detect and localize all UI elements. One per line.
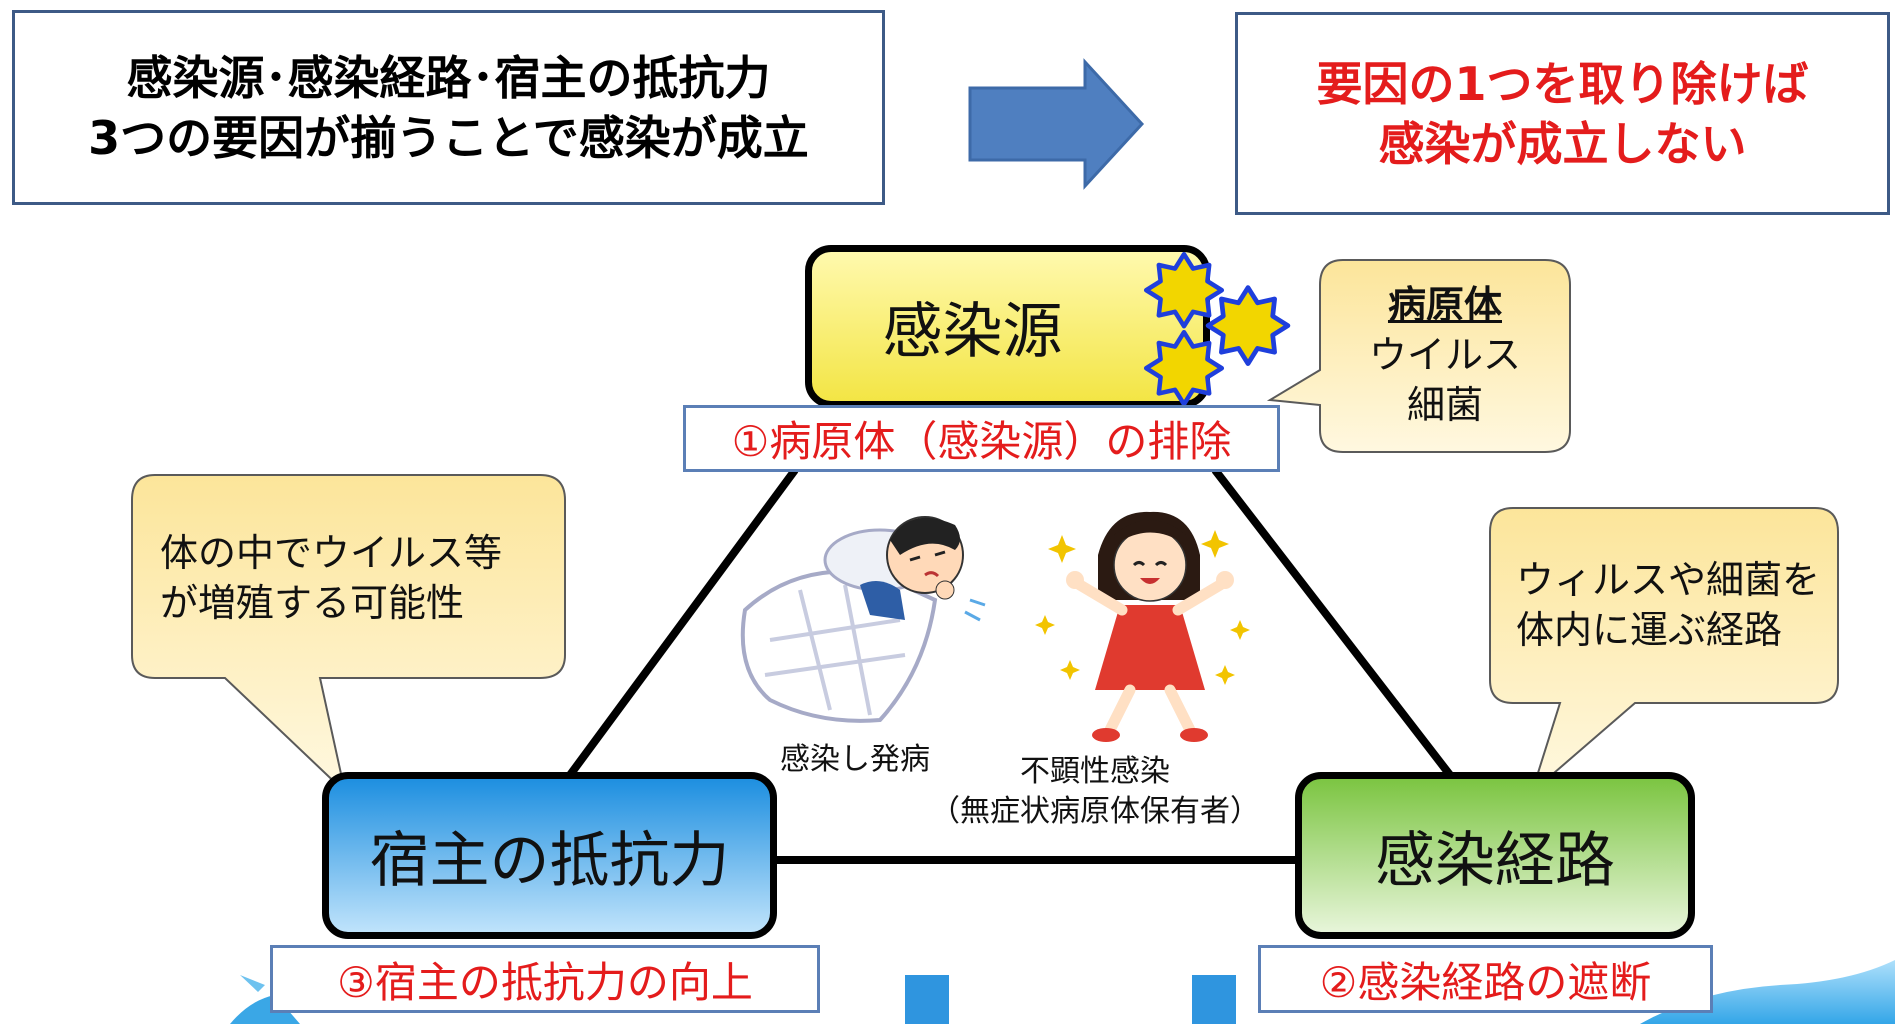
pathogen-bubble-shape	[1266, 259, 1571, 453]
pathogen-bubble: 病原体 ウイルス 細菌	[1320, 280, 1570, 430]
premise-box: 感染源･感染経路･宿主の抵抗力 3つの要因が揃うことで感染が成立	[12, 10, 885, 205]
sick-child-illustration	[740, 516, 986, 723]
host-bubble-shape	[131, 474, 566, 795]
infection-source-node: 感染源	[805, 245, 1210, 408]
measure-label-source: ①病原体（感染源）の排除	[683, 405, 1280, 472]
right-arrow-icon	[968, 58, 1145, 190]
route-bubble-line-1: ウィルスや細菌を	[1516, 558, 1821, 602]
premise-line-1: 感染源･感染経路･宿主の抵抗力	[126, 50, 771, 105]
pathogen-line-2: 細菌	[1406, 383, 1483, 427]
host-bubble: 体の中でウイルス等 が増殖する可能性	[160, 528, 560, 628]
triangle-lines	[566, 467, 1454, 864]
host-resistance-label: 宿主の抵抗力	[369, 826, 730, 896]
inapparent-label: 不顕性感染	[1020, 754, 1170, 789]
route-bubble: ウィルスや細菌を 体内に運ぶ経路	[1516, 555, 1836, 655]
healthy-girl-illustration	[1035, 511, 1250, 742]
inapparent-caption: 不顕性感染 （無症状病原体保有者）	[920, 752, 1270, 832]
pathogen-title: 病原体	[1387, 283, 1502, 327]
pathogen-line-1: ウイルス	[1368, 333, 1521, 377]
host-resistance-node: 宿主の抵抗力	[322, 772, 777, 939]
conclusion-line-2: 感染が成立しない	[1378, 116, 1747, 171]
conclusion-line-1: 要因の1つを取り除けば	[1316, 56, 1809, 111]
host-bubble-line-2: が増殖する可能性	[160, 581, 465, 625]
route-bubble-shape	[1489, 507, 1839, 796]
infection-route-node: 感染経路	[1295, 772, 1695, 939]
sick-caption: 感染し発病	[780, 742, 930, 777]
infection-route-label: 感染経路	[1375, 826, 1615, 896]
route-bubble-line-2: 体内に運ぶ経路	[1516, 608, 1783, 652]
carrier-label: （無症状病原体保有者）	[930, 794, 1260, 829]
measure-label-route: ②感染経路の遮断	[1258, 945, 1713, 1013]
conclusion-box: 要因の1つを取り除けば 感染が成立しない	[1235, 12, 1890, 215]
host-bubble-line-1: 体の中でウイルス等	[160, 531, 503, 575]
measure-label-host: ③宿主の抵抗力の向上	[270, 945, 820, 1013]
virus-icon	[1143, 251, 1291, 405]
infection-source-label: 感染源	[882, 297, 1063, 367]
premise-line-2: 3つの要因が揃うことで感染が成立	[88, 110, 809, 165]
